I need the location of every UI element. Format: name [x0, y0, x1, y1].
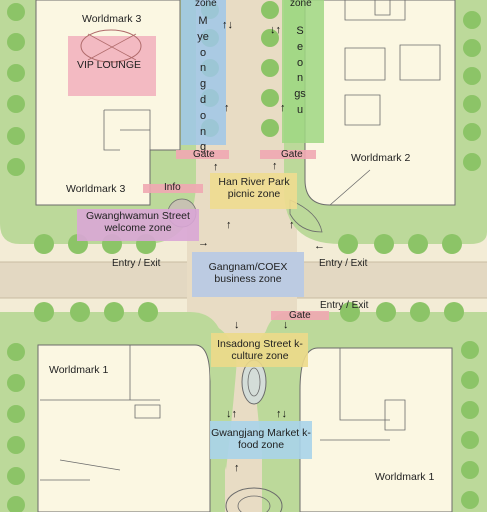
gwanghwamun-zone-area — [77, 209, 199, 241]
arrow-up-icon: ↑ — [289, 219, 295, 231]
info-area — [143, 184, 203, 193]
gate-bottom-area — [271, 311, 329, 320]
arrow-up-icon: ↑ — [226, 219, 232, 231]
han-river-zone-area — [210, 173, 297, 209]
vip-lounge-table — [80, 29, 142, 63]
myeongdong-zone-label: zone — [195, 0, 217, 9]
arrow-up-down-icon: ↑↓ — [276, 408, 287, 420]
info-label: Info — [164, 182, 181, 193]
fountain-ring — [247, 367, 261, 397]
gwangjang-zone-area — [210, 421, 312, 459]
arrow-up-icon: ↑ — [234, 462, 240, 474]
arrow-down-up-icon: ↓↑ — [226, 408, 237, 420]
gate-bottom-label: Gate — [289, 310, 311, 321]
arrow-right-icon: → — [198, 237, 209, 249]
gwanghwamun-zone-label: Gwanghwamun Street welcome zone — [86, 210, 190, 234]
building-detail — [329, 0, 441, 206]
arrow-down-icon: ↓ — [283, 319, 289, 331]
gate-left-label: Gate — [193, 149, 215, 160]
plaza-circle-inner — [237, 495, 271, 512]
arrow-left-icon: ← — [314, 240, 325, 252]
arrow-up-icon: ↑ — [213, 161, 219, 173]
plaza-circle — [225, 487, 283, 512]
building-label-worldmark-1-right: Worldmark 1 — [375, 471, 435, 483]
seongsu-zone-area — [282, 0, 324, 143]
entry-exit-left-label: Entry / Exit — [112, 258, 161, 269]
seongsu-zone-name: Seongsu — [294, 25, 306, 116]
gate-left-area — [176, 150, 229, 159]
arrow-up-icon: ↑ — [280, 102, 286, 114]
building-label-worldmark-3-mid: Worldmark 3 — [66, 183, 126, 195]
myeongdong-zone-name: Myeongdong — [197, 15, 209, 154]
building-worldmark-1-right — [299, 347, 453, 512]
entry-exit-right-label: Entry / Exit — [319, 258, 368, 269]
arrow-down-up-icon: ↓↑ — [270, 24, 281, 36]
building-label-worldmark-1-left: Worldmark 1 — [49, 364, 109, 376]
insadong-zone-label: Insadong Street k-culture zone — [217, 338, 303, 362]
insadong-zone-area — [211, 333, 308, 367]
planter — [289, 199, 323, 233]
gate-right-label: Gate — [281, 149, 303, 160]
arrow-up-icon: ↑ — [272, 160, 278, 172]
vip-lounge-decor — [87, 33, 137, 61]
gwangjang-zone-label: Gwangjang Market k-food zone — [211, 427, 311, 451]
gangnam-zone-area — [192, 252, 304, 297]
han-river-zone-label: Han River Park picnic zone — [218, 176, 290, 200]
seongsu-zone-label: zone — [290, 0, 312, 9]
arrow-down-icon: ↓ — [234, 319, 240, 331]
building-detail — [320, 348, 406, 441]
arrow-up-down-icon: ↑↓ — [222, 19, 233, 31]
building-detail — [40, 345, 161, 481]
gangnam-zone-label: Gangnam/COEX business zone — [208, 261, 288, 285]
building-detail — [103, 109, 151, 151]
building-label-worldmark-3-top: Worldmark 3 — [82, 13, 142, 25]
building-worldmark-1-left — [37, 344, 211, 512]
entry-exit-lower-label: Entry / Exit — [320, 300, 369, 311]
building-label-worldmark-2: Worldmark 2 — [351, 152, 411, 164]
vip-lounge-label: VIP LOUNGE — [77, 59, 141, 71]
gate-right-area — [260, 150, 316, 159]
myeongdong-zone-area — [181, 0, 226, 145]
arrow-up-icon: ↑ — [224, 102, 230, 114]
